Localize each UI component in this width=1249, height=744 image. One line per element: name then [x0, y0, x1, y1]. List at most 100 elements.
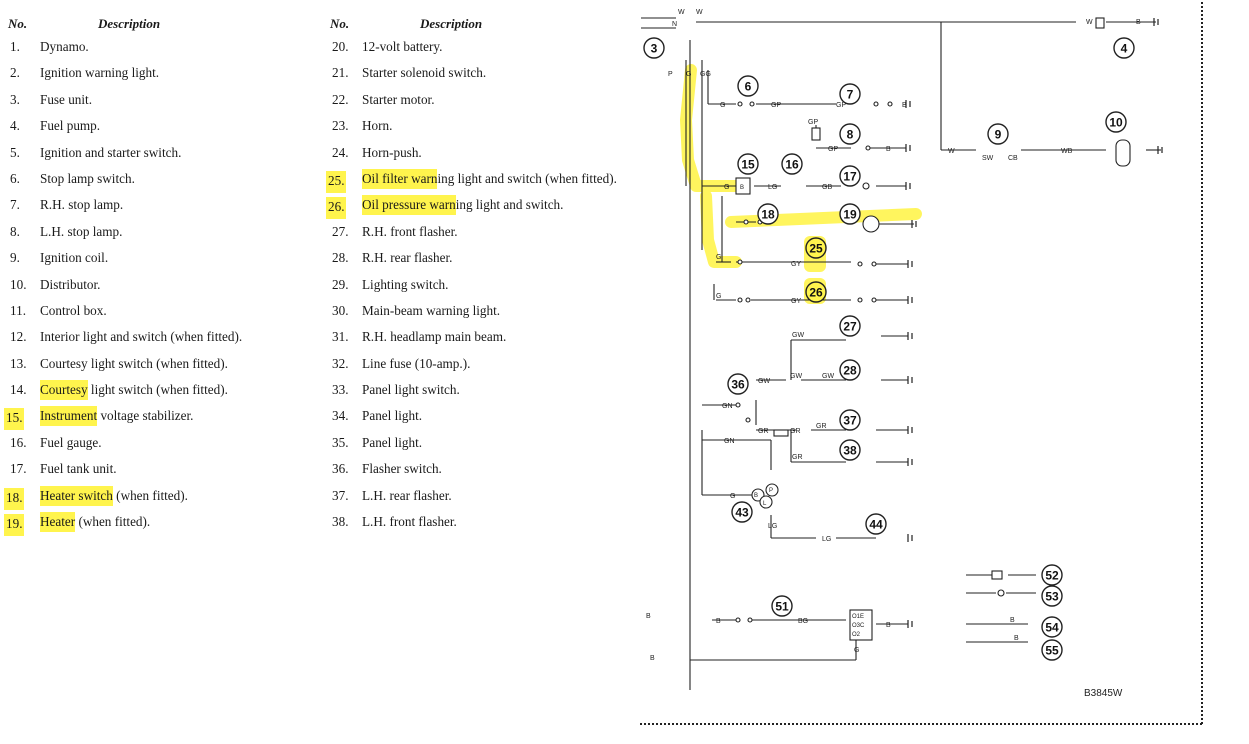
- callout-number: 52: [1045, 569, 1059, 583]
- callout-number: 54: [1045, 621, 1059, 635]
- legend-item-description: 12-volt battery.: [362, 39, 443, 54]
- legend-item-number: 6.: [10, 170, 20, 186]
- legend-item-number: 36.: [332, 461, 349, 477]
- highlight-oil-branch: [700, 190, 742, 268]
- legend-item: 1.Dynamo.: [6, 34, 318, 60]
- legend-item-description: Horn.: [362, 118, 393, 134]
- wire-label: G: [724, 184, 729, 191]
- wire-label: GW: [792, 332, 804, 339]
- component-callout-44: 44: [865, 513, 887, 535]
- legend-item: 26.Oil pressure warning light and switch…: [326, 192, 640, 220]
- wire-label: GR: [790, 428, 801, 435]
- legend-item-number: 4.: [10, 118, 20, 134]
- callout-circle: [987, 123, 1009, 145]
- legend-item: 10.Distributor.: [6, 272, 318, 298]
- wire-label: GP: [808, 119, 818, 126]
- component-callout-7: 7: [839, 83, 861, 105]
- callout-circle: [1041, 564, 1063, 586]
- callout-circle: [805, 281, 827, 303]
- legend-item-number: 11.: [10, 302, 26, 318]
- wire-label: WB: [1061, 148, 1073, 155]
- highlight-feed-wire: [680, 64, 742, 192]
- legend-item-description: Fuel tank unit.: [40, 461, 117, 477]
- component-callout-27: 27: [839, 315, 861, 337]
- legend-item-description: L.H. stop lamp.: [40, 223, 123, 239]
- header-no: No.: [330, 16, 350, 31]
- legend-column-right: No. Description 20.12-volt battery.21.St…: [326, 14, 640, 535]
- callout-circle: [839, 439, 861, 461]
- legend-item-number: 35.: [332, 434, 349, 450]
- diagram-reference-code: B3845W: [1084, 688, 1123, 699]
- component-callout-26: 26: [805, 281, 827, 303]
- wire-label: GW: [758, 378, 770, 385]
- callout-number: 17: [843, 170, 857, 184]
- legend-item-description: Line fuse (10-amp.).: [362, 355, 471, 371]
- legend-item: 19.Heater (when fitted).: [4, 509, 318, 537]
- highlighter-mark: Instrument: [40, 406, 98, 427]
- legend-item-number: 37.: [332, 487, 349, 503]
- wire-label: G: [720, 102, 725, 109]
- callout-circle: [1041, 585, 1063, 607]
- callout-circle: [839, 165, 861, 187]
- callout-number: 19: [843, 208, 857, 222]
- legend-item: 28.R.H. rear flasher.: [328, 245, 640, 271]
- legend-item-description: Control box.: [40, 302, 107, 318]
- legend-item-description: Flasher switch.: [362, 461, 442, 477]
- legend-item-description: Panel light switch.: [362, 382, 460, 398]
- highlighter-mark: Heater: [40, 512, 76, 533]
- legend-item: 29.Lighting switch.: [328, 272, 640, 298]
- wire-label: GW: [822, 373, 834, 380]
- legend-item-number: 7.: [10, 197, 20, 213]
- callout-number: 6: [745, 80, 752, 94]
- wire-label: B: [1136, 19, 1141, 26]
- highlighter-mark: Oil filter warn: [362, 168, 438, 189]
- legend-item-description: R.H. front flasher.: [362, 223, 458, 239]
- callout-number: 28: [843, 364, 857, 378]
- legend-item-number: 5.: [10, 144, 20, 160]
- component-callout-8: 8: [839, 123, 861, 145]
- callout-circle: [771, 595, 793, 617]
- legend-item: 24.Horn-push.: [328, 140, 640, 166]
- wire-label: W: [678, 9, 685, 16]
- legend-item-description: Interior light and switch (when fitted).: [40, 329, 243, 345]
- legend-item-description: Oil filter warning light and switch (whe…: [362, 168, 617, 189]
- legend-item-number: 23.: [332, 118, 349, 134]
- callout-number: 26: [809, 286, 823, 300]
- legend-item-number: 38.: [332, 514, 349, 530]
- component-callout-38: 38: [839, 439, 861, 461]
- component-callout-19: 19: [839, 203, 861, 225]
- legend-item-description: R.H. stop lamp.: [40, 197, 124, 213]
- legend-column-left: No. Description 1.Dynamo.2.Ignition warn…: [4, 14, 318, 537]
- wire-label: GW: [790, 373, 802, 380]
- component-callout-25: 25: [805, 237, 827, 259]
- callout-circle: [839, 123, 861, 145]
- terminal-label: O1E: [852, 614, 864, 620]
- switch-symbols: [735, 17, 1131, 641]
- legend-item-number: 16.: [10, 434, 27, 450]
- legend-rows-left: 1.Dynamo.2.Ignition warning light.3.Fuse…: [4, 34, 318, 537]
- legend-item: 16.Fuel gauge.: [6, 430, 318, 456]
- legend-item-number: 10.: [10, 276, 27, 292]
- wire-labels: W W N P G GG W B G GP GP B GP GP B W SW …: [646, 9, 1141, 662]
- terminal-label: B: [740, 185, 744, 191]
- callout-number: 53: [1045, 590, 1059, 604]
- terminal-label: O2: [852, 632, 861, 638]
- wire-label: G: [716, 254, 721, 261]
- callout-number: 51: [775, 600, 789, 614]
- callout-number: 18: [761, 208, 775, 222]
- legend-item-number: 15.: [4, 408, 25, 431]
- callout-number: 3: [651, 42, 658, 56]
- legend-item-description: Dynamo.: [40, 39, 89, 54]
- legend-item-description: Courtesy light switch (when fitted).: [40, 355, 228, 371]
- wire-label: GN: [724, 438, 735, 445]
- callout-circle: [737, 153, 759, 175]
- legend-item-number: 29.: [332, 276, 349, 292]
- legend-item: 20.12-volt battery.: [328, 34, 640, 60]
- component-callout-52: 52: [1041, 564, 1063, 586]
- header-description: Description: [420, 16, 483, 31]
- callout-circle: [839, 359, 861, 381]
- component-callout-28: 28: [839, 359, 861, 381]
- legend-item-number: 26.: [326, 197, 347, 220]
- callout-circle: [727, 373, 749, 395]
- legend-item-description: Starter solenoid switch.: [362, 65, 487, 81]
